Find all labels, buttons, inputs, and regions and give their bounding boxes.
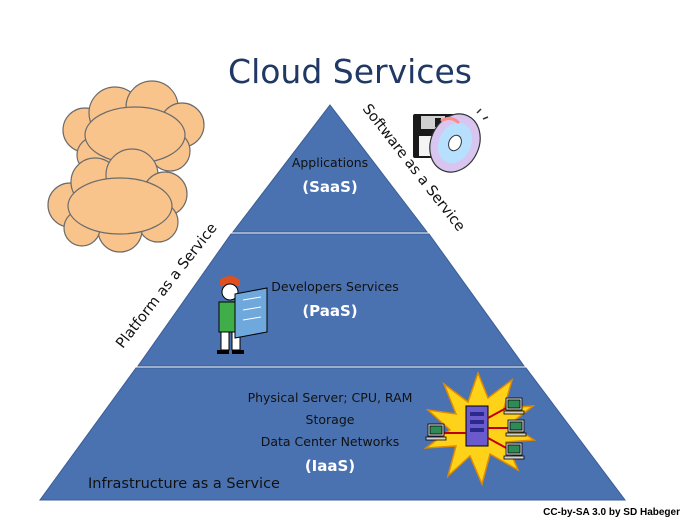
page-title: Cloud Services xyxy=(228,52,472,91)
computer-icon xyxy=(425,423,447,441)
cd-disc-icon xyxy=(429,108,489,173)
iaas-line-1: Physical Server; CPU, RAM xyxy=(247,390,413,405)
paas-abbr: (PaaS) xyxy=(302,302,358,320)
cloud-icon xyxy=(47,80,205,253)
computer-icon xyxy=(505,419,527,437)
computer-icon xyxy=(503,442,525,460)
paas-label: Developers Services xyxy=(271,279,399,294)
developer-with-blueprint-icon xyxy=(217,276,268,354)
saas-abbr: (SaaS) xyxy=(302,178,358,196)
saas-layer xyxy=(231,104,429,233)
iaas-line-2: Storage xyxy=(305,412,355,427)
credit-text: CC-by-SA 3.0 by SD Habeger xyxy=(543,507,680,518)
saas-label: Applications xyxy=(291,155,369,170)
iaas-abbr: (IaaS) xyxy=(304,457,356,475)
computer-icon xyxy=(503,397,525,415)
iaas-line-3: Data Center Networks xyxy=(260,434,400,449)
infrastructure-as-a-service-label: Infrastructure as a Service xyxy=(88,476,280,492)
